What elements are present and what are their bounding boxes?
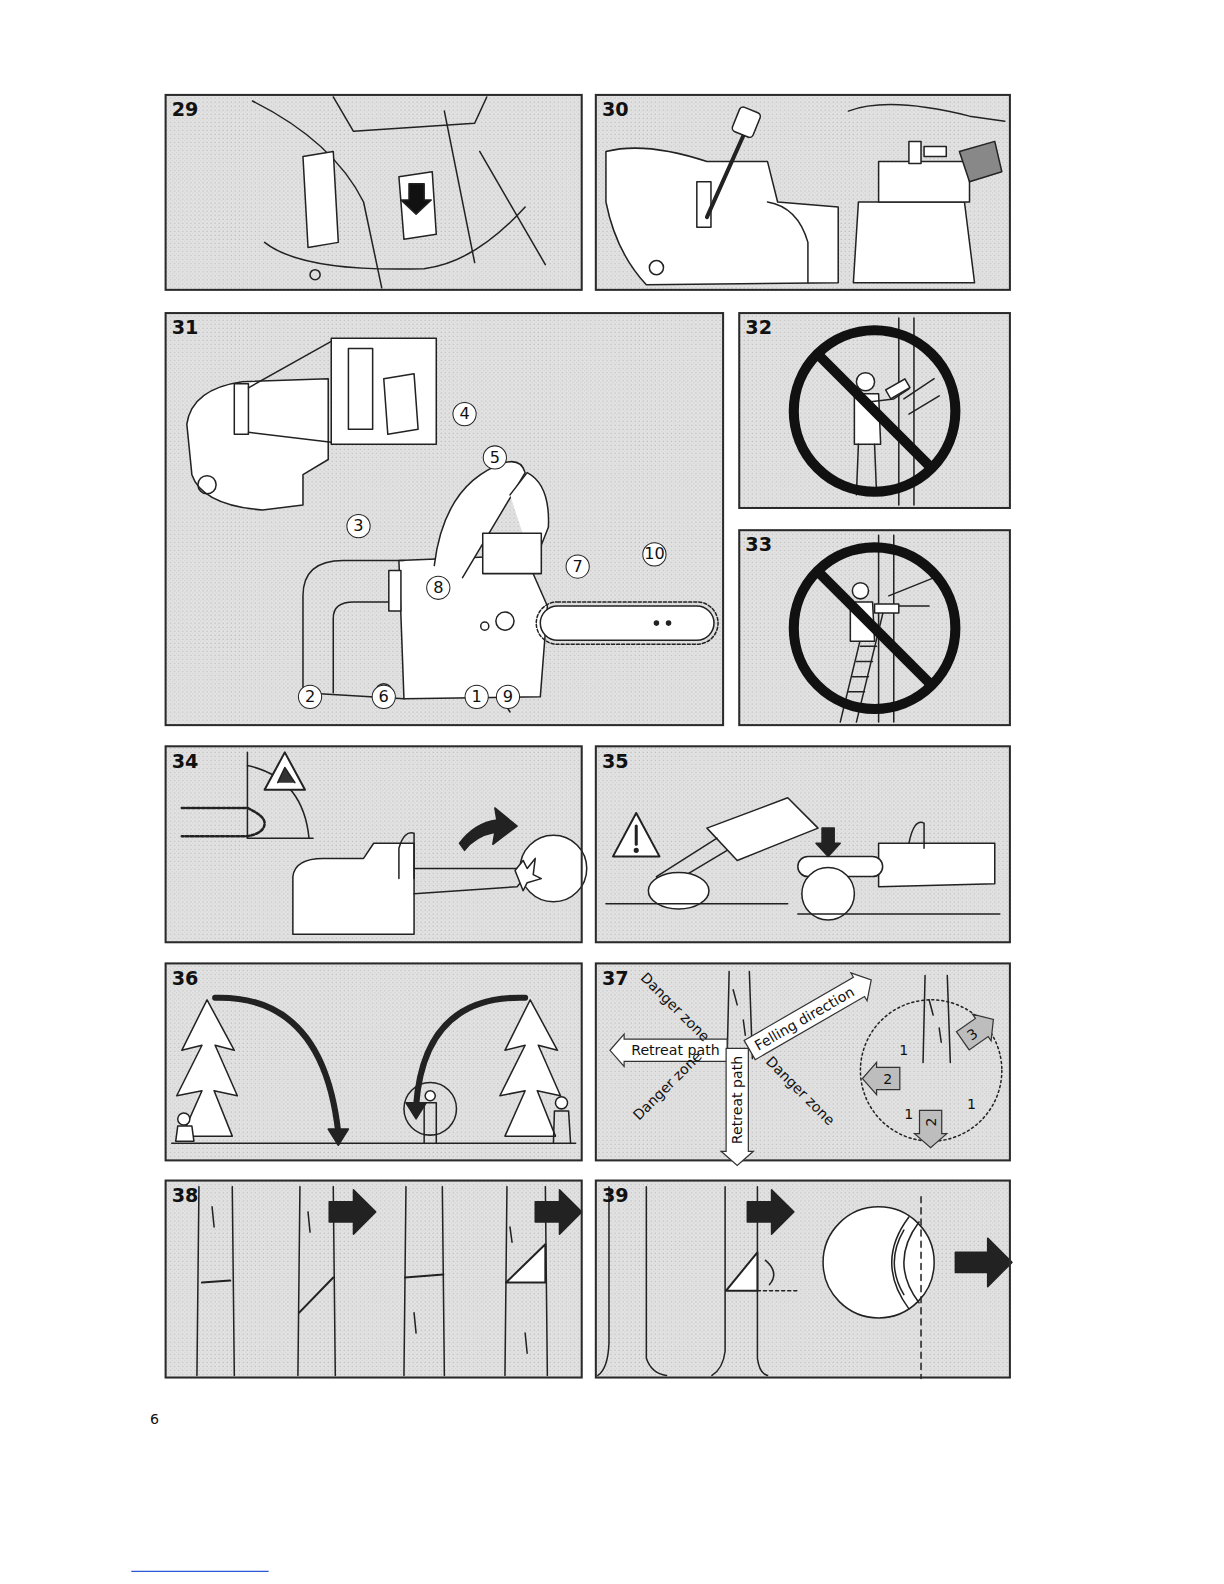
plain-label: 1 (904, 1106, 913, 1122)
figure-panel: 30 (595, 94, 1011, 291)
figure-panel: 32 (738, 312, 1011, 509)
callout-number: 5 (484, 448, 506, 466)
figure-panel: 29 (165, 94, 583, 291)
callout-circle: 2 (298, 685, 322, 709)
arrow-outline (919, 1110, 941, 1147)
figure-number: 31 (172, 316, 199, 338)
arrow-shape (914, 1110, 946, 1147)
figure-number: 39 (602, 1184, 629, 1206)
figure-number: 32 (745, 316, 772, 338)
arrow-shape (721, 1048, 753, 1165)
figure-number: 29 (172, 98, 199, 120)
direction-arrow: 3 (956, 1010, 999, 1050)
kickback-zone-figure (182, 752, 587, 934)
callout-circle: 3 (346, 514, 370, 538)
arrow-label: Retreat path (729, 1056, 745, 1144)
panel-grounds (165, 94, 1011, 1379)
figure-number: 35 (602, 749, 629, 771)
arrow-outline (956, 1010, 999, 1050)
link-underline (131, 1571, 268, 1572)
figure-number: 38 (172, 1184, 199, 1206)
plain-label: 1 (899, 1042, 908, 1058)
spark-plug-sketch (606, 105, 1005, 285)
callout-circle: 10 (642, 542, 666, 566)
callout-number: 10 (643, 545, 665, 563)
figure-panel: 31 4 5 3 7 10 8 2 6 19 (165, 312, 724, 726)
hinge-figure (598, 1187, 1012, 1379)
callout-circle: 9 (496, 685, 520, 709)
arrow-shape (953, 1006, 1002, 1054)
callout-circle: 1 (465, 685, 489, 709)
callout-circle: 4 (452, 402, 476, 426)
felling-distance-figure (172, 998, 576, 1146)
no-symbol-slash (818, 354, 931, 467)
figure-number: 30 (602, 98, 629, 120)
plain-label: 1 (967, 1096, 976, 1112)
arrow-label: Felling direction (751, 983, 856, 1053)
pinch-figure (606, 798, 1000, 920)
direction-arrow: 2 (919, 1110, 941, 1147)
direction-arrow: Retreat path (610, 1039, 727, 1061)
figure-number: 33 (745, 533, 772, 555)
arrow-shape (741, 966, 879, 1064)
no-symbol-slash (818, 572, 931, 685)
arrow-label: 2 (922, 1118, 938, 1127)
callout-circle: 7 (566, 554, 590, 578)
direction-arrow: Retreat path (726, 1048, 748, 1165)
arrow-shape (610, 1034, 727, 1066)
callout-number: 7 (567, 557, 589, 575)
notch-figure (197, 1187, 582, 1376)
figure-number: 34 (172, 749, 199, 771)
arrow-shape (862, 1062, 899, 1094)
figure-panel: 33 (738, 529, 1011, 726)
callout-number: 2 (299, 688, 321, 706)
figure-panel: 36 (165, 962, 583, 1161)
no-symbol (794, 547, 956, 709)
arrow-label: Retreat path (631, 1042, 719, 1058)
figure-number: 37 (602, 966, 629, 988)
callout-circle: 5 (483, 445, 507, 469)
handle-sketch (252, 97, 545, 288)
figure-panel: 35 (595, 745, 1011, 943)
callout-number: 4 (453, 405, 475, 423)
callout-circle: 8 (426, 576, 450, 600)
arrow-outline (862, 1067, 899, 1089)
callout-number: 8 (427, 579, 449, 597)
no-symbol (794, 330, 956, 492)
chainsaw-parts-figure (187, 338, 718, 712)
callout-number: 3 (347, 517, 369, 535)
figure-panel: 34 (165, 745, 583, 943)
direction-arrow: 2 (862, 1067, 899, 1089)
figure-panel: 38 (165, 1180, 583, 1379)
callout-number: 1 (466, 688, 488, 706)
arrow-label: 2 (883, 1070, 892, 1086)
plain-label: 6 (150, 1411, 159, 1427)
direction-arrow: Felling direction (744, 970, 877, 1059)
callout-number: 6 (373, 688, 395, 706)
figure-panel: 39 (595, 1180, 1011, 1379)
callout-number: 9 (497, 688, 519, 706)
callout-circle: 6 (372, 685, 396, 709)
figure-number: 36 (172, 966, 199, 988)
